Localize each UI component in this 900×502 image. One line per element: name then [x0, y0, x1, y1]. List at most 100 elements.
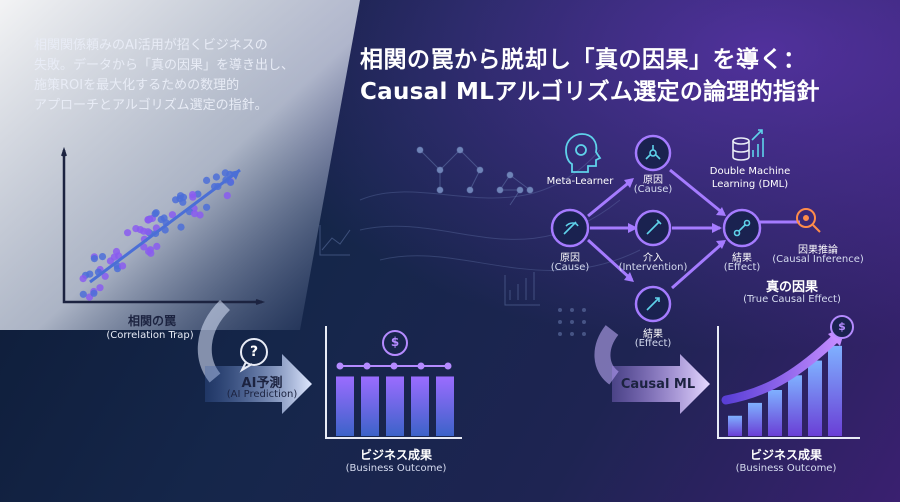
intro-line-2: 失敗。データから「真の因果」を導き出し、 [34, 58, 295, 73]
left-outcome-sub: (Business Outcome) [345, 463, 447, 474]
scatter-point [140, 243, 148, 251]
intervention-sub: (Intervention) [618, 262, 688, 273]
ai-prediction-sub: (AI Prediction) [226, 389, 298, 400]
bar [768, 390, 782, 436]
edge-cause-to-effect-bottom [586, 238, 634, 282]
node-icons [563, 145, 751, 311]
scatter-point [221, 169, 229, 177]
nodes-link-icon [733, 219, 751, 237]
bar [828, 345, 842, 436]
intro-line-1: 相関関係頼みのAI活用が招くビジネスの [34, 38, 268, 53]
effect-bottom-label: 結果 [643, 329, 663, 340]
edge-cause-top-to-effect [669, 168, 725, 216]
arrow-up-icon [646, 297, 660, 311]
scatter-point [96, 284, 104, 292]
network-icon [645, 145, 661, 160]
scatter-point [90, 289, 98, 297]
effect-bottom-sub: (Effect) [634, 338, 672, 349]
scatter-axis-tip-y [61, 146, 67, 157]
bar [336, 376, 354, 436]
edge-effect-bottom-to-effect [671, 240, 725, 290]
scatter-point [203, 176, 211, 184]
page-title-line-1: 相関の罠から脱却し「真の因果」を導く： [360, 47, 807, 73]
scatter-point [90, 255, 98, 263]
question-bubble-icon [239, 338, 268, 373]
scatter-point [168, 211, 176, 219]
scatter-point [203, 203, 211, 211]
bar [361, 376, 379, 436]
scatter-point [189, 193, 197, 201]
scatter-point [153, 242, 161, 250]
effect-right-label: 結果 [732, 253, 752, 264]
left-dollar-sign: $ [390, 335, 400, 349]
causal-graph-arrowheads [624, 178, 726, 282]
true-effect-sub: (True Causal Effect) [743, 294, 841, 305]
question-mark: ? [249, 344, 259, 360]
true-effect-label: 真の因果 [765, 280, 819, 295]
bar [728, 415, 742, 436]
magnifier-network-icon [796, 208, 821, 233]
ai-prediction-label: AI予測 [241, 376, 283, 391]
page-title-line-2: Causal MLアルゴリズム選定の論理的指針 [360, 79, 820, 105]
database-chart-icon [732, 129, 764, 161]
scatter-point [177, 223, 185, 231]
scatter-point [172, 196, 180, 204]
right-dollar-sign: $ [838, 320, 846, 333]
bar [411, 376, 429, 436]
left-bar-axes [325, 326, 462, 439]
effect-right-sub: (Effect) [723, 262, 761, 273]
dml-label-line-1: Double Machine [709, 166, 791, 177]
right-bars [728, 345, 842, 436]
scatter-point [157, 215, 165, 224]
trend-line-arrowhead [230, 170, 240, 180]
scatter-point [144, 216, 152, 224]
right-bar-axes [717, 326, 860, 439]
scatter-point [223, 192, 231, 200]
correlation-trap-label: 相関の罠 [127, 314, 177, 328]
meta-learner-label: Meta-Learner [546, 176, 614, 187]
scatter-point [196, 211, 204, 219]
right-outcome-label: ビジネス成果 [749, 448, 823, 462]
causal-ml-arrow [612, 354, 710, 414]
scatter-point [151, 210, 159, 218]
edge-cause-to-cause-top [587, 178, 633, 218]
spotlight [0, 0, 360, 330]
right-growth-chart [717, 315, 860, 439]
cause-top-sub: (Cause) [633, 184, 673, 195]
dml-label-line-2: Learning (DML) [711, 179, 789, 190]
bar [386, 376, 404, 436]
bar [808, 360, 822, 436]
dollar-coin-icon [382, 330, 408, 356]
scatter-point [79, 275, 87, 283]
left-bar-chart [325, 326, 462, 439]
scatter-axis-tip-x [255, 299, 266, 305]
cause-left-label: 原因 [560, 253, 580, 264]
causal-inference-label: 因果推論 [798, 245, 838, 256]
scatter-point [86, 270, 94, 278]
curve-to-causal-ml-arrow [594, 325, 620, 385]
scatter-point [119, 262, 127, 270]
scatter-point [110, 253, 118, 261]
right-outcome-sub: (Business Outcome) [735, 463, 837, 474]
causal-ml-label: Causal ML [620, 377, 696, 392]
dollar-coin-icon [830, 315, 854, 339]
scatter-point [124, 229, 132, 237]
correlation-scatter-chart [61, 146, 266, 305]
scatter-point [212, 173, 220, 181]
left-outcome-label: ビジネス成果 [359, 448, 433, 462]
scatter-axes [62, 150, 262, 304]
bar [436, 376, 454, 436]
growth-curve [721, 331, 843, 405]
scatter-point [112, 247, 121, 256]
scatter-point [144, 228, 152, 236]
bar [748, 402, 762, 436]
causal-graph-edges [586, 168, 800, 290]
intro-line-3: 施策ROIを最大化するための数理的 [34, 78, 240, 93]
scatter-point [98, 253, 107, 261]
correlation-trap-sub: (Correlation Trap) [106, 330, 194, 341]
node-cause-top [634, 134, 672, 172]
intervention-label: 介入 [643, 253, 663, 264]
left-bars [336, 376, 454, 436]
cause-left-sub: (Cause) [550, 262, 590, 273]
